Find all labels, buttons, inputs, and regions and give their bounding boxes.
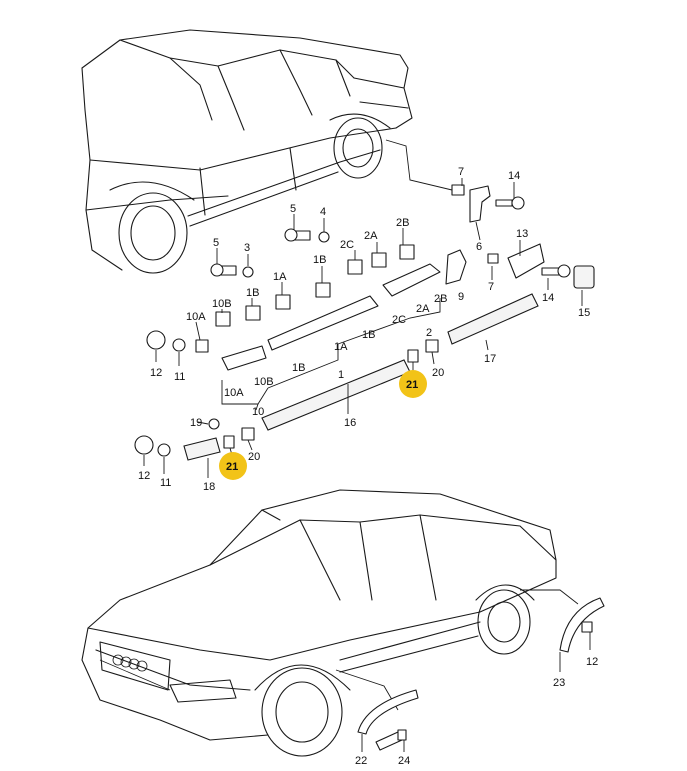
part-18-block xyxy=(183,437,221,461)
callout-1a-lower: 1A xyxy=(334,341,348,353)
callout-9: 9 xyxy=(458,291,464,303)
part-11-washer-a xyxy=(172,338,186,352)
callout-19: 19 xyxy=(190,417,202,429)
part-2b-clip xyxy=(399,244,415,260)
callout-1b-mid: 1B xyxy=(362,329,375,341)
part-15-pad xyxy=(573,265,595,289)
molding-middle xyxy=(267,295,379,351)
callout-1b: 1B xyxy=(313,254,326,266)
callout-2b-lower: 2B xyxy=(434,293,447,305)
part-21-clip-a xyxy=(407,349,419,363)
part-10a-clip xyxy=(195,339,209,353)
part-20-clip-a xyxy=(425,339,439,353)
part-12-nut-b xyxy=(134,435,154,455)
part-14-screw-b xyxy=(541,264,571,278)
part-12-nut-c xyxy=(581,621,593,633)
callout-11: 11 xyxy=(174,371,185,383)
molding-17 xyxy=(447,293,539,345)
callout-12-c: 12 xyxy=(586,656,598,668)
molding-10 xyxy=(221,345,267,371)
callout-14-b: 14 xyxy=(542,292,554,304)
part-5-bolt-a xyxy=(284,228,311,242)
callout-4: 4 xyxy=(320,206,326,218)
part-4-washer xyxy=(318,231,330,243)
callout-11-b: 11 xyxy=(160,477,171,489)
callout-21: 21 xyxy=(406,379,418,391)
callout-labels: 7 14 6 5 4 2B 2A 2C 5 3 1A 1B 1B 10B 10A… xyxy=(138,166,598,767)
part-5-bolt-b xyxy=(210,263,237,277)
part-6-bracket xyxy=(469,185,491,223)
callout-3: 3 xyxy=(244,242,250,254)
parts-group-upper xyxy=(134,178,595,478)
part-1a-clip xyxy=(275,294,291,310)
callout-15: 15 xyxy=(578,307,590,319)
bottom-car-illustration xyxy=(81,489,579,757)
part-13-bracket xyxy=(507,243,545,279)
callout-17: 17 xyxy=(484,353,496,365)
callout-10b: 10B xyxy=(212,298,232,310)
callout-16: 16 xyxy=(344,417,356,429)
callout-1: 1 xyxy=(338,369,344,381)
callout-1b-side: 1B xyxy=(246,287,259,299)
callout-5-b: 5 xyxy=(213,237,219,249)
part-14-screw-a xyxy=(495,196,525,210)
callout-23: 23 xyxy=(553,677,565,689)
callout-6: 6 xyxy=(476,241,482,253)
callout-20: 20 xyxy=(432,367,444,379)
callout-5: 5 xyxy=(290,203,296,215)
callout-24: 24 xyxy=(398,755,410,767)
callout-21-b: 21 xyxy=(226,461,238,473)
molding-16 xyxy=(261,359,411,431)
callout-10b-lower: 10B xyxy=(254,376,274,388)
callout-10: 10 xyxy=(252,406,264,418)
part-22-arch-liner xyxy=(357,689,419,735)
part-11-washer-b xyxy=(157,443,171,457)
part-9-cap xyxy=(445,249,467,285)
part-7-clip-b xyxy=(487,253,499,264)
part-19-pin xyxy=(208,418,220,430)
part-23-arch-liner xyxy=(559,597,605,653)
parts-group-lower xyxy=(357,597,605,752)
callout-1b-lower: 1B xyxy=(292,362,305,374)
callout-2a: 2A xyxy=(364,230,378,242)
callout-2: 2 xyxy=(426,327,432,339)
highlight-marker-21-b xyxy=(219,452,247,480)
callout-12-b: 12 xyxy=(138,470,150,482)
part-2a-clip xyxy=(371,252,387,268)
top-car-illustration xyxy=(81,29,453,274)
callout-2c-lower: 2C xyxy=(392,314,406,326)
callout-12: 12 xyxy=(150,367,162,379)
callout-20-b: 20 xyxy=(248,451,260,463)
callout-2b: 2B xyxy=(396,217,409,229)
callout-10a: 10A xyxy=(186,311,206,323)
part-21-clip-b xyxy=(223,435,235,449)
part-2c-clip xyxy=(347,259,363,275)
callout-10a-lower: 10A xyxy=(224,387,244,399)
part-20-clip-b xyxy=(241,427,255,441)
part-1b-clip-top xyxy=(315,282,331,298)
part-7-clip xyxy=(451,184,465,196)
callout-7-b: 7 xyxy=(488,281,494,293)
part-3-washer xyxy=(242,266,254,278)
callout-18: 18 xyxy=(203,481,215,493)
callout-13: 13 xyxy=(516,228,528,240)
callout-2c: 2C xyxy=(340,239,354,251)
highlight-marker-21-a xyxy=(399,370,427,398)
callout-14: 14 xyxy=(508,170,520,182)
callout-22: 22 xyxy=(355,755,367,767)
callout-7: 7 xyxy=(458,166,464,178)
part-1b-clip-side xyxy=(245,305,261,321)
callout-1a: 1A xyxy=(273,271,287,283)
part-10b-clip xyxy=(215,311,231,327)
callout-2a-lower: 2A xyxy=(416,303,430,315)
molding-upper xyxy=(382,263,441,297)
part-12-nut-a xyxy=(146,330,166,350)
